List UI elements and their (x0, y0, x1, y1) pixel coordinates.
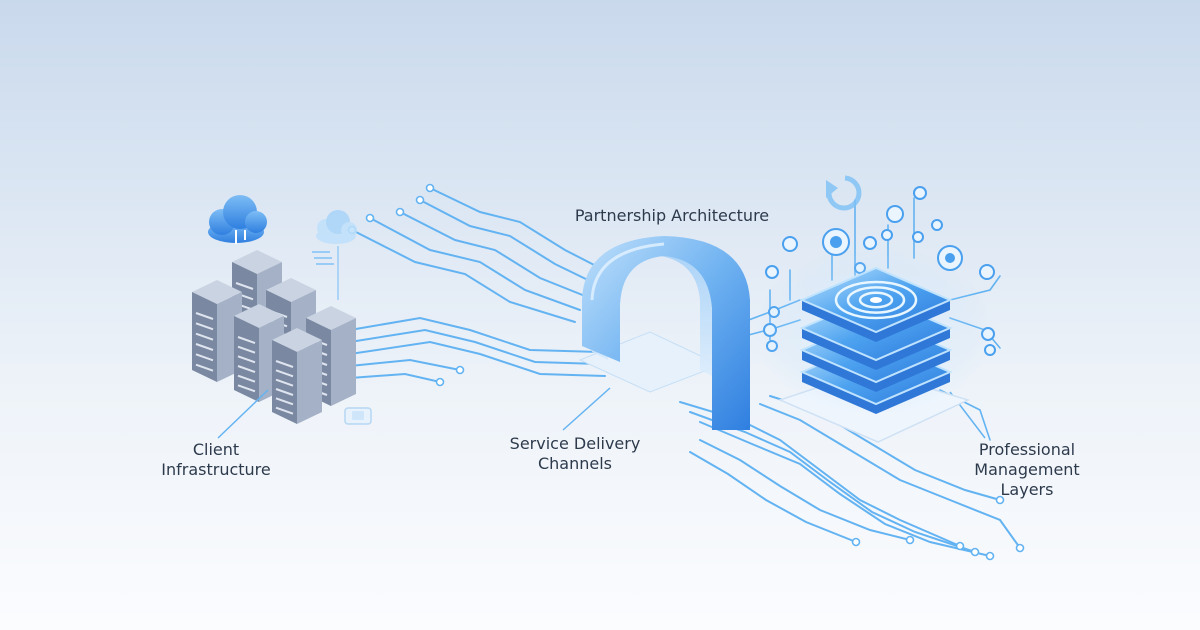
layer-stack-icon (754, 245, 994, 443)
circuit-nodes-left-lower (435, 365, 465, 387)
circuit-traces-left-upper (351, 187, 601, 323)
server-slot (275, 406, 294, 415)
server-slot (195, 343, 214, 351)
label-line: Service Delivery (509, 434, 641, 453)
stack-layer-edge (802, 372, 950, 414)
circuit-nodes-left-upper (347, 183, 435, 235)
label-client-infrastructure: Client Infrastructure (161, 440, 270, 480)
label-line: Layers (1000, 480, 1054, 499)
stack-ring (858, 291, 894, 309)
stack-ring (846, 286, 906, 314)
server-slot (275, 397, 294, 406)
server-slot (275, 369, 294, 378)
server-slot (275, 360, 294, 368)
stack-layer-edge (802, 350, 950, 392)
server-slot (195, 312, 214, 320)
server-slot (237, 345, 256, 354)
server-slot (195, 332, 214, 341)
cloud-icon (208, 195, 267, 244)
circuit-traces-left-lower (349, 316, 606, 383)
label-service-delivery-channels: Service Delivery Channels (510, 434, 641, 474)
server-slot (195, 363, 214, 372)
stack-layer-edge (802, 328, 950, 370)
server-slot (195, 322, 214, 331)
server-slot (195, 353, 214, 362)
server-slot (237, 355, 256, 364)
stack-layer-edge (802, 300, 950, 342)
circuit-nodes-right-lower (851, 495, 1025, 561)
stack-core (870, 297, 882, 303)
server-slot (275, 378, 294, 387)
label-line: Client (192, 440, 240, 459)
cloud-icon (312, 210, 357, 300)
refresh-icon (826, 175, 862, 211)
label-line: Channels (537, 454, 613, 473)
server-face (297, 340, 322, 424)
server-slot (237, 374, 256, 383)
server-slot (237, 384, 256, 393)
server-face (331, 318, 356, 406)
server-rack-icon (192, 250, 356, 424)
server-slot (275, 388, 294, 396)
label-partnership-architecture: Partnership Architecture (574, 206, 770, 225)
server-slot (237, 365, 256, 373)
label-line: Management (974, 460, 1080, 479)
stack-ring (834, 280, 918, 320)
connector-pad (344, 407, 372, 425)
server-slot (237, 336, 256, 344)
server-slot (235, 282, 254, 290)
label-professional-management-layers: Professional Management Layers (974, 440, 1079, 500)
label-line: Infrastructure (161, 460, 271, 479)
label-line: Professional (978, 440, 1076, 459)
arch-gateway-icon (578, 236, 750, 430)
